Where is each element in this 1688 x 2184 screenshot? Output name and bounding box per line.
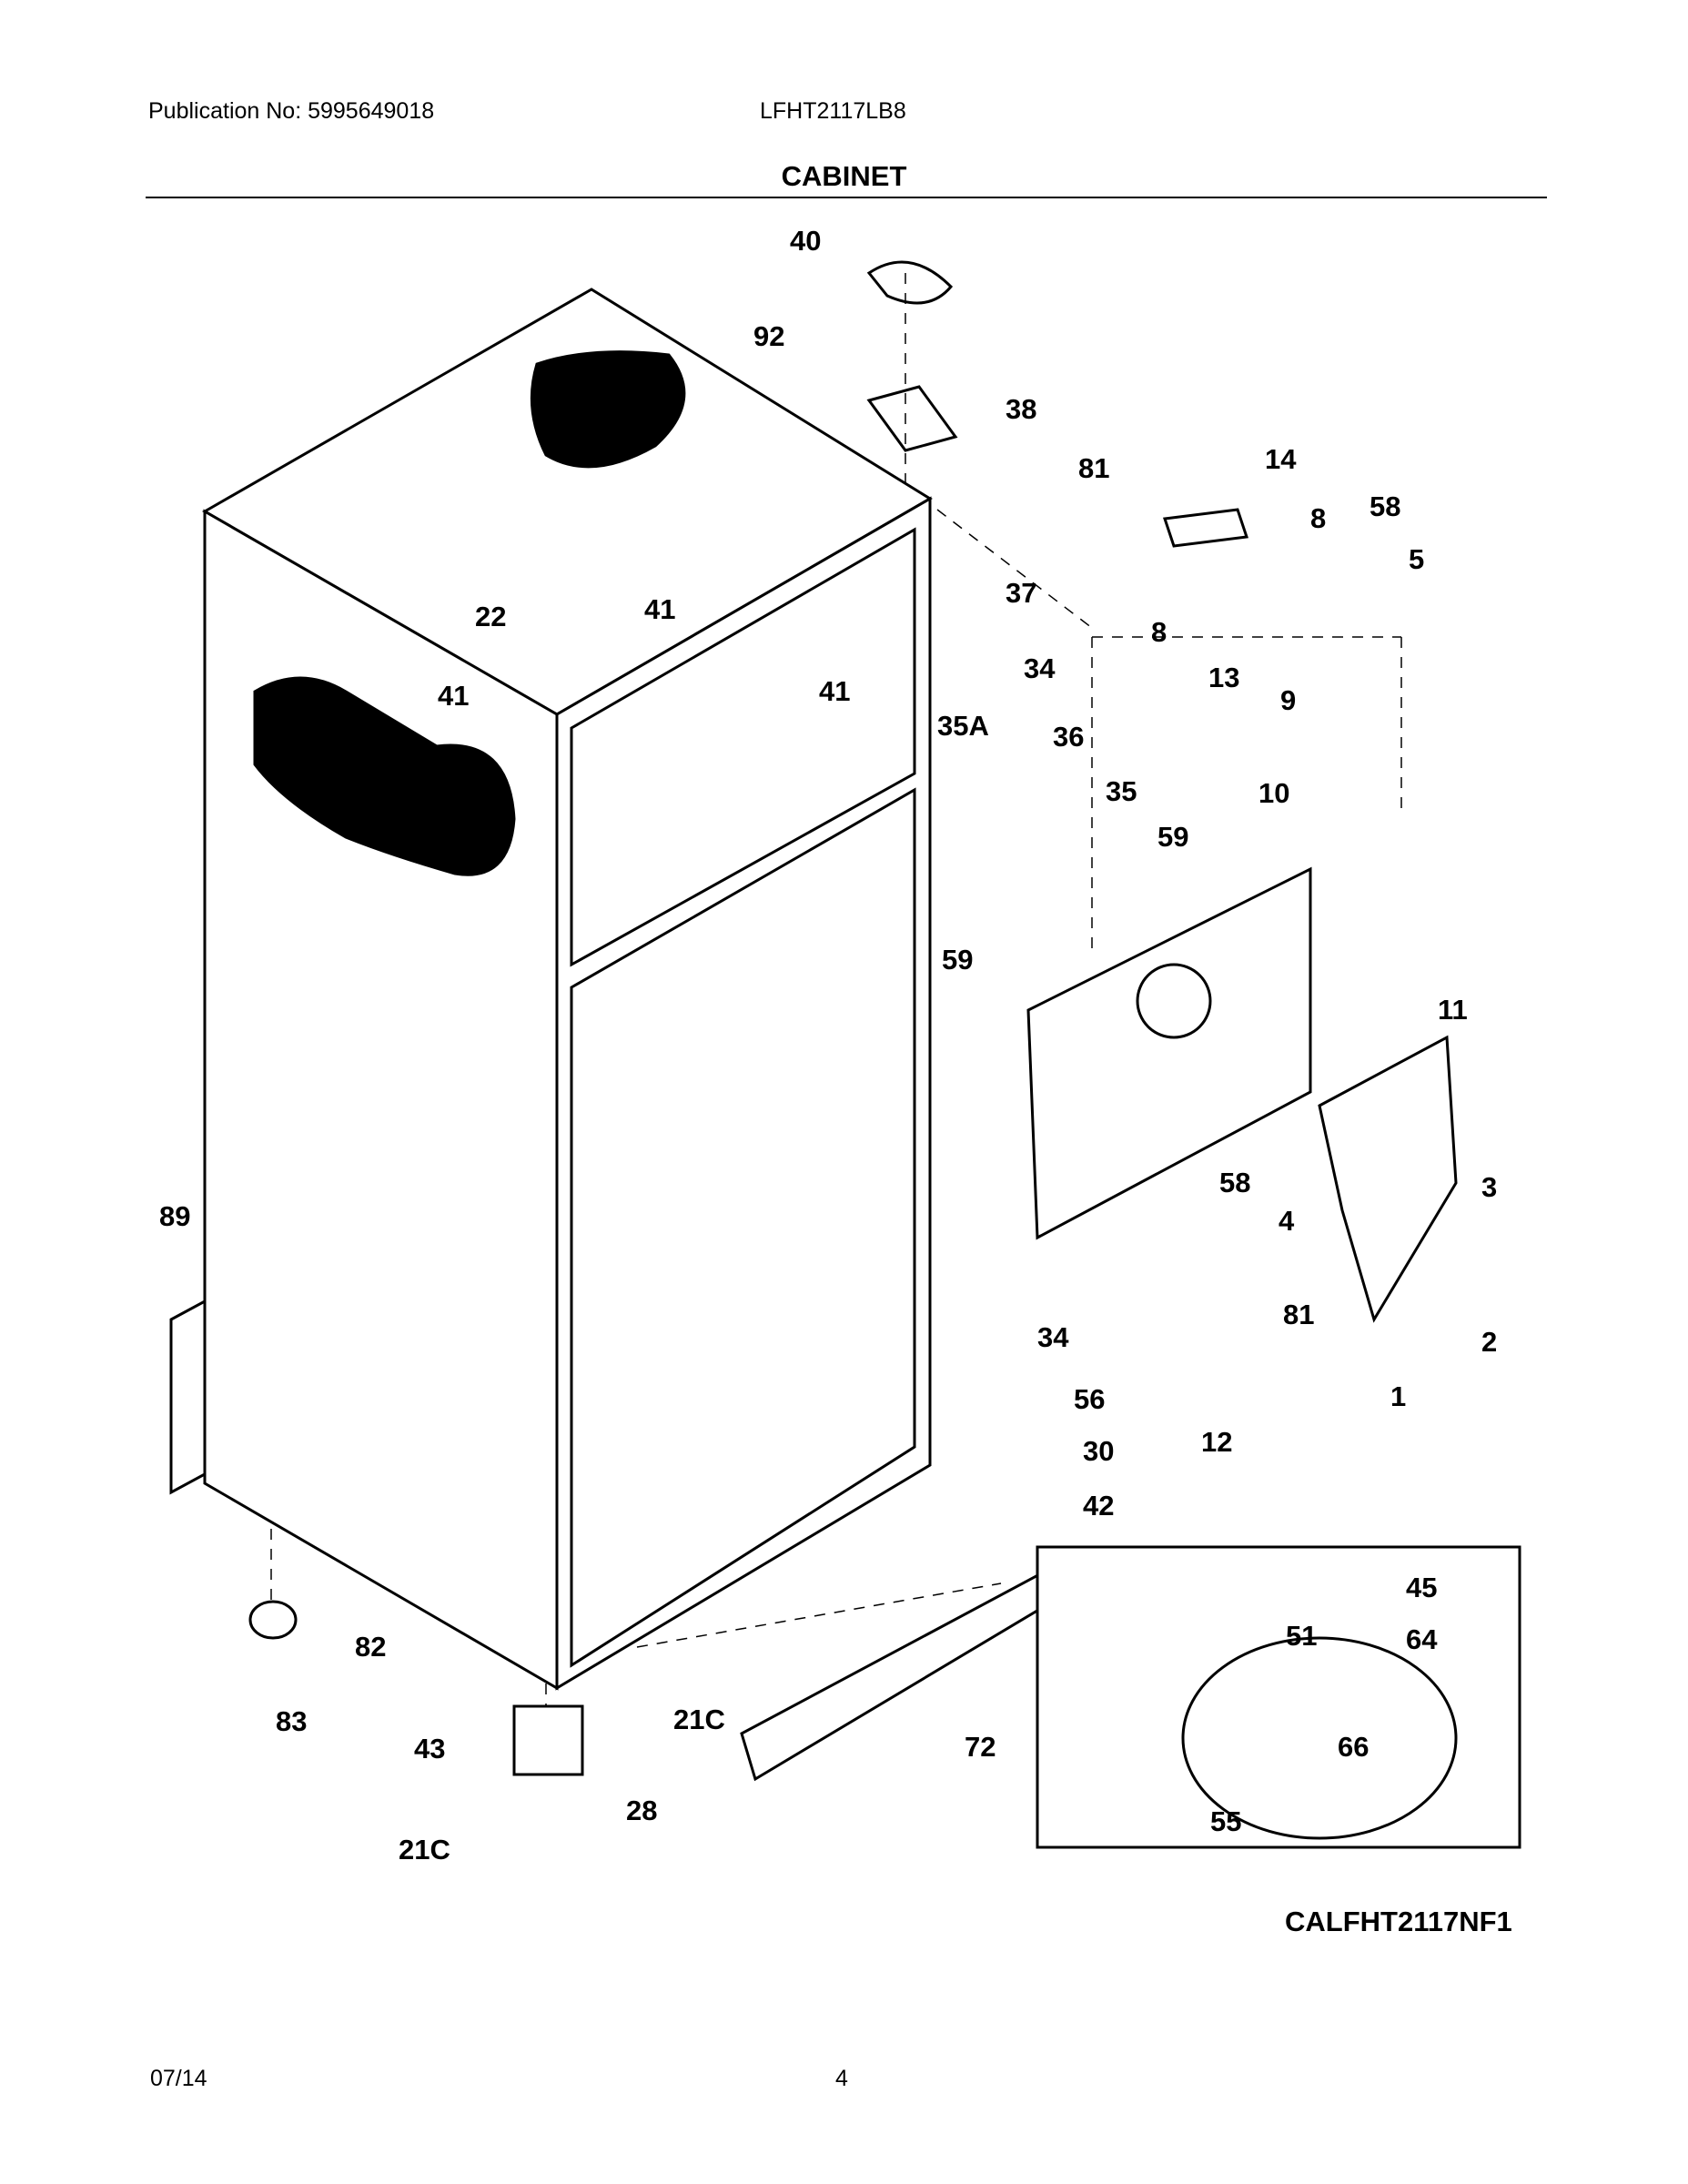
callout-13: 13: [1208, 662, 1239, 693]
header-rule: [146, 197, 1547, 198]
callout-21C: 21C: [399, 1834, 450, 1866]
callout-36: 36: [1053, 721, 1084, 753]
callout-5: 5: [1409, 543, 1424, 575]
callout-22: 22: [475, 601, 506, 632]
callout-66: 66: [1338, 1731, 1369, 1763]
callout-51: 51: [1286, 1620, 1317, 1652]
callout-30: 30: [1083, 1435, 1114, 1467]
callout-81: 81: [1078, 452, 1109, 484]
callout-labels: 40 92 38 81 14 8 58 5 37 22 41 41 41 8 1…: [159, 225, 1497, 1866]
callout-34: 34: [1024, 652, 1056, 684]
callout-9: 9: [1280, 684, 1296, 716]
footer-page-number: 4: [835, 2066, 848, 2091]
callout-12: 12: [1201, 1426, 1232, 1458]
callout-41: 41: [819, 675, 850, 707]
section-title: CABINET: [781, 160, 907, 192]
callout-8: 8: [1310, 502, 1326, 534]
callout-11: 11: [1438, 994, 1468, 1026]
callout-37: 37: [1006, 577, 1036, 609]
callout-41: 41: [644, 593, 675, 625]
callout-28: 28: [626, 1795, 657, 1826]
callout-83: 83: [276, 1705, 307, 1737]
callout-55: 55: [1210, 1805, 1241, 1837]
callout-58: 58: [1370, 490, 1400, 522]
callout-1: 1: [1390, 1380, 1406, 1412]
publication-number: Publication No: 5995649018: [148, 98, 435, 124]
callout-43: 43: [414, 1733, 445, 1764]
model-number: LFHT2117LB8: [760, 98, 906, 124]
callout-4: 4: [1279, 1205, 1295, 1237]
cabinet-drawing: [169, 260, 1521, 1849]
callout-59: 59: [942, 944, 973, 976]
callout-34: 34: [1037, 1321, 1069, 1353]
callout-40: 40: [790, 225, 821, 257]
callout-64: 64: [1406, 1623, 1438, 1655]
callout-89: 89: [159, 1200, 190, 1232]
callout-56: 56: [1074, 1383, 1105, 1415]
callout-35A: 35A: [937, 710, 989, 742]
callout-8: 8: [1151, 616, 1167, 648]
inset-code-label: CALFHT2117NF1: [1285, 1906, 1512, 1937]
callout-21C: 21C: [673, 1704, 725, 1735]
callout-38: 38: [1006, 393, 1036, 425]
callout-10: 10: [1258, 777, 1289, 809]
callout-3: 3: [1481, 1171, 1497, 1203]
callout-42: 42: [1083, 1490, 1114, 1522]
callout-14: 14: [1265, 443, 1297, 475]
footer-date: 07/14: [150, 2066, 207, 2091]
callout-59: 59: [1157, 821, 1188, 853]
callout-92: 92: [753, 320, 784, 352]
callout-2: 2: [1481, 1326, 1497, 1358]
callout-58: 58: [1219, 1167, 1250, 1198]
callout-45: 45: [1406, 1572, 1437, 1603]
callout-82: 82: [355, 1631, 386, 1663]
callout-41: 41: [438, 680, 469, 712]
callout-72: 72: [965, 1731, 996, 1763]
callout-81: 81: [1283, 1299, 1314, 1330]
callout-35: 35: [1106, 775, 1137, 807]
